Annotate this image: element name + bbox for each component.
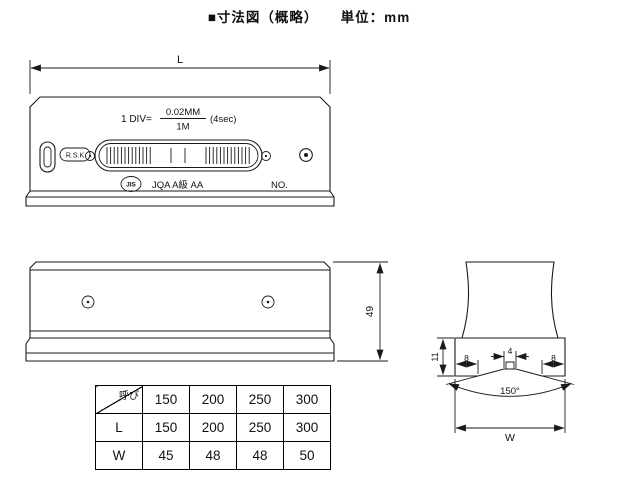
dim-L-label: L (177, 54, 183, 66)
size-header-cell: 200 (189, 385, 237, 414)
rear-hole-left (81, 295, 95, 309)
table-cell: 48 (236, 441, 284, 470)
serial-no-label: NO. (271, 180, 288, 191)
dimension-8-right: 8 (541, 353, 565, 374)
groove-angle: 150° (445, 375, 575, 397)
table-header-row: 呼び 150 200 250 300 (95, 385, 331, 414)
dim-4-label: 4 (508, 346, 513, 356)
certification-label: JQA A級 AA (152, 179, 204, 191)
table-cell: 200 (189, 413, 237, 442)
table-row-W: W 45 48 48 50 (95, 441, 331, 470)
sensitivity-numerator: 0.02MM (166, 107, 200, 118)
vial-center-marks (170, 148, 186, 163)
screw-left (85, 151, 95, 161)
rear-body-outline (25, 261, 335, 362)
table-cell: 45 (142, 441, 190, 470)
table-row-L: L 150 200 250 300 (95, 413, 331, 442)
table-cell: 50 (283, 441, 331, 470)
dim-8-right-label: 8 (551, 353, 556, 363)
groove-angle-label: 150° (500, 386, 520, 397)
screw-right (261, 151, 271, 161)
front-body-outline (25, 96, 335, 207)
table-cell: 150 (142, 413, 190, 442)
end-body-outline (461, 261, 559, 339)
dim-11-label: 11 (430, 352, 440, 361)
sensitivity-formula: 1 DIV= 0.02MM 1M (4sec) (121, 107, 236, 133)
corner-label: 呼び (119, 391, 139, 402)
table-cell: 300 (283, 413, 331, 442)
dim-49-label: 49 (365, 306, 376, 318)
jis-mark-label: JIS (126, 182, 136, 189)
rear-hole-right (261, 295, 275, 309)
row-label-cell: W (95, 441, 143, 470)
size-header-cell: 300 (283, 385, 331, 414)
page-title: ■寸法図（概略） 単位：mm (207, 10, 411, 25)
end-view: 150° 11 8 8 (430, 261, 575, 444)
front-view: L R.S.K 1 DIV= 0.02MM 1M (4sec) (25, 54, 335, 207)
dim-W-label: W (505, 432, 515, 444)
vial-graduations-right (205, 147, 250, 164)
brand-label: R.S.K (66, 153, 85, 160)
vial-graduations-left (106, 147, 151, 164)
level-vial (94, 139, 263, 172)
sensitivity-denominator: 1M (176, 122, 189, 133)
end-base-outline (454, 337, 566, 377)
dimension-11: 11 (430, 337, 454, 377)
groove-center-slot (505, 361, 515, 369)
jis-mark: JIS (120, 176, 142, 192)
row-label-cell: L (95, 413, 143, 442)
dimension-49: 49 (333, 261, 388, 362)
adjuster-hole (299, 148, 313, 162)
size-table: 呼び 150 200 250 300 L 150 200 250 300 W 4… (95, 385, 331, 470)
brand-badge: R.S.K (59, 147, 91, 162)
table-corner-cell: 呼び (95, 385, 143, 414)
end-grip (39, 141, 56, 173)
dimension-4: 4 (491, 346, 529, 368)
table-cell: 48 (189, 441, 237, 470)
sensitivity-suffix: (4sec) (210, 114, 236, 125)
size-header-cell: 150 (142, 385, 190, 414)
table-cell: 250 (236, 413, 284, 442)
sensitivity-prefix: 1 DIV= (121, 114, 152, 125)
dim-8-left-label: 8 (464, 353, 469, 363)
size-header-cell: 250 (236, 385, 284, 414)
dimension-W: W (454, 379, 566, 444)
rear-view: 49 (25, 261, 388, 362)
dimension-8-left: 8 (455, 353, 479, 374)
dimension-L: L (29, 54, 331, 94)
